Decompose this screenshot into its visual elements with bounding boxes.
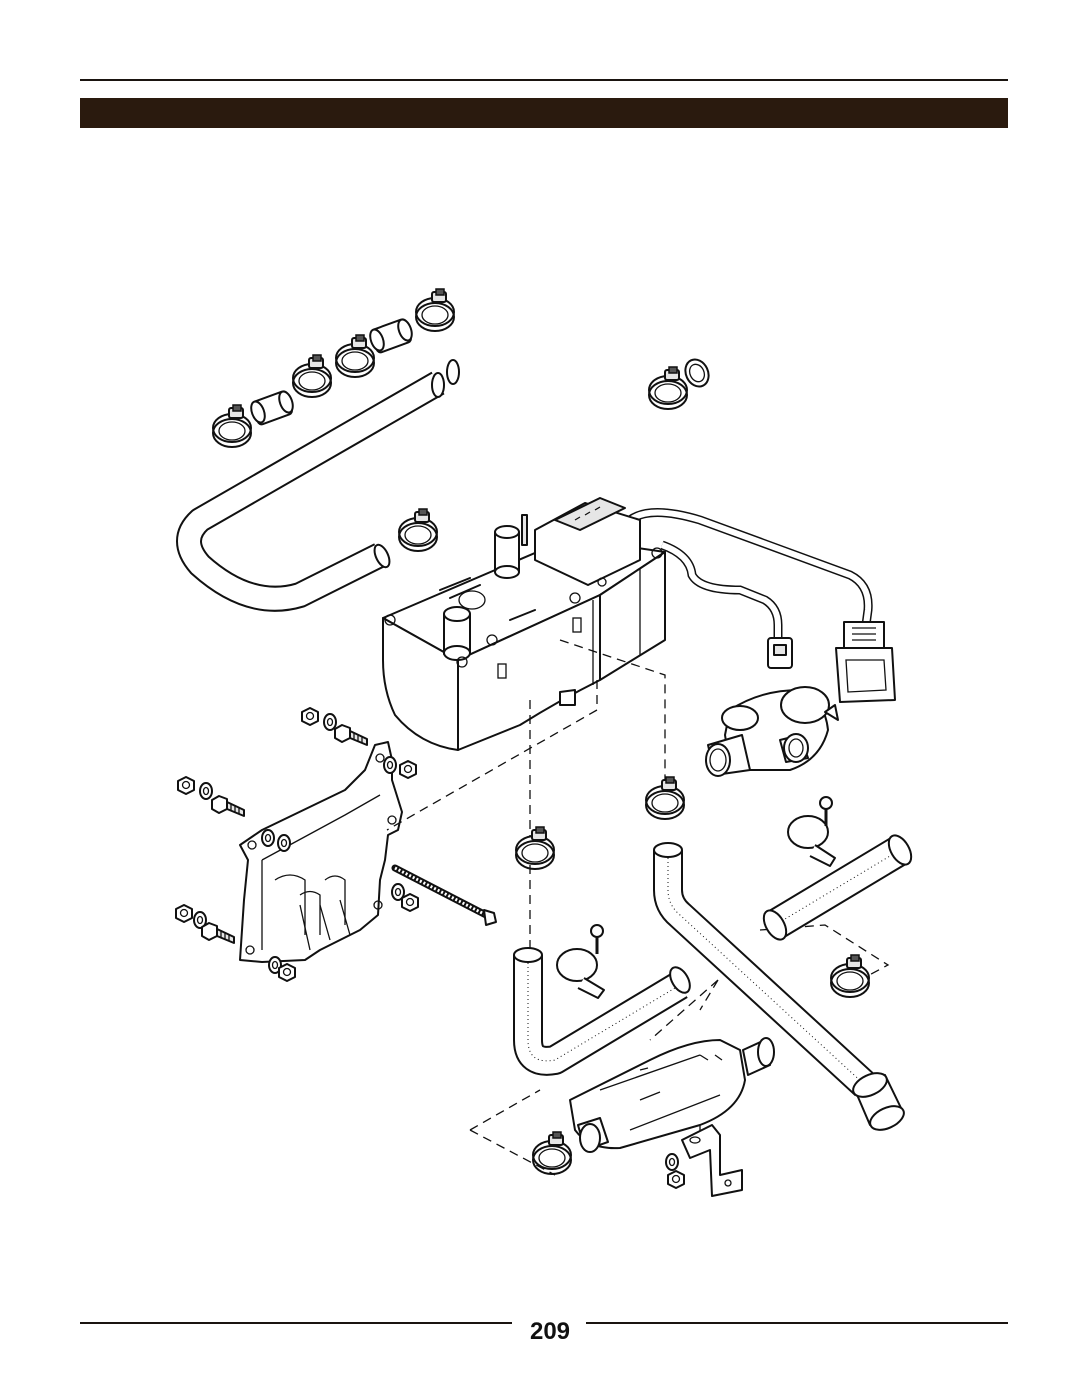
coolant-hose	[176, 232, 808, 612]
hose-connectors	[250, 318, 413, 426]
exhaust-end-sleeve	[852, 1072, 905, 1131]
footer-rule-left	[80, 1322, 512, 1324]
page-number: 209	[529, 1318, 571, 1345]
footer-rule-right	[586, 1322, 1008, 1324]
electrical-connector-large	[835, 621, 896, 703]
wiring-harness	[627, 508, 896, 703]
threaded-rod	[391, 864, 497, 926]
circulation-pump	[705, 686, 839, 777]
mounting-bracket	[239, 741, 403, 963]
muffler	[569, 1037, 775, 1153]
pipe-clips	[556, 815, 836, 999]
section-title-bar	[80, 98, 1008, 128]
exhaust-hose-long	[653, 842, 876, 1097]
header-rule	[80, 79, 1008, 81]
air-intake-hose-short	[762, 834, 913, 941]
heater-unit	[382, 497, 666, 751]
muffler-bracket	[665, 1124, 743, 1197]
combustion-air-hose	[513, 947, 691, 1076]
